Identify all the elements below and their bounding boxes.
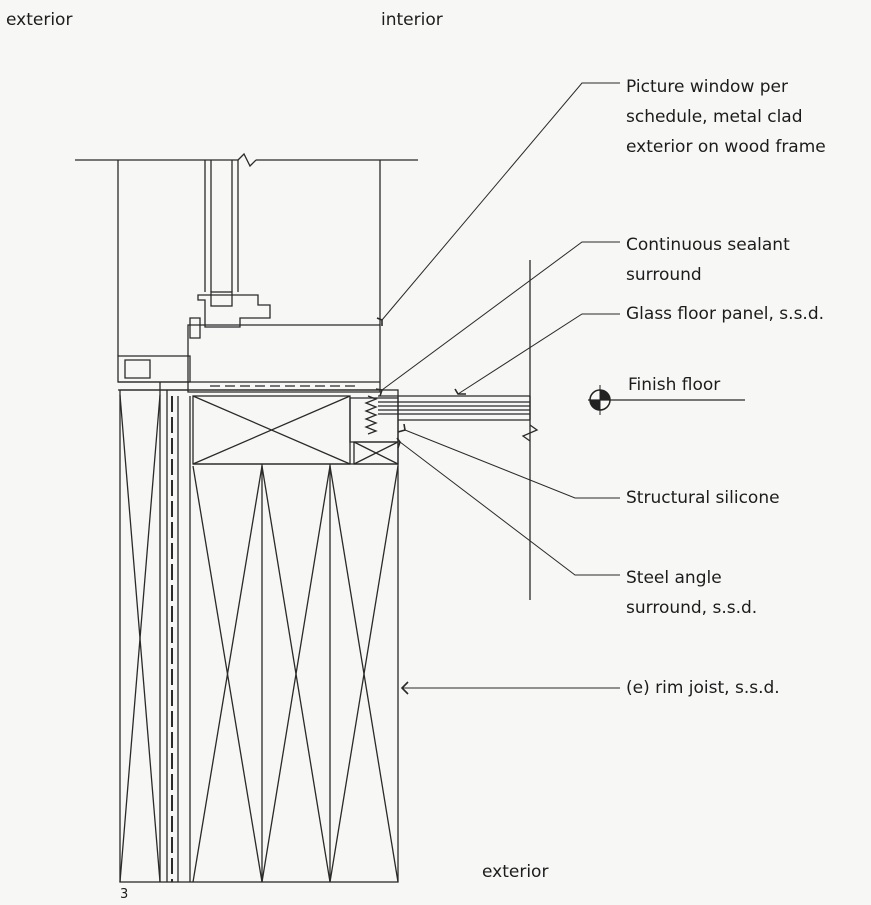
callout-finish-floor: Finish floor: [628, 375, 721, 395]
sealant-bead: [364, 395, 378, 435]
window-head-line: [75, 152, 418, 168]
leader-arrows: [375, 317, 466, 695]
glass-floor-panel: [378, 395, 531, 421]
zone-label-exterior-bottom: exterior: [482, 862, 549, 882]
break-mark: [521, 424, 539, 442]
zone-label-exterior-top: exterior: [6, 10, 73, 30]
callout-sealant: Continuous sealant surround: [626, 235, 790, 285]
detail-number: 3: [120, 887, 129, 902]
exterior-wall: [119, 389, 399, 883]
zone-label-interior: interior: [381, 10, 443, 30]
callout-structural-silicone: Structural silicone: [626, 488, 780, 508]
callout-rim-joist: (e) rim joist, s.s.d.: [626, 678, 780, 698]
callout-steel-angle: Steel angle surround, s.s.d.: [626, 568, 758, 618]
window-frame: [117, 294, 381, 393]
steel-angle: [349, 397, 399, 465]
callout-glass-panel: Glass floor panel, s.s.d.: [626, 304, 825, 324]
callout-picture-window: Picture window per schedule, metal clad …: [626, 77, 826, 157]
rim-joist: [192, 463, 399, 883]
leader-lines: [381, 82, 620, 689]
top-plate-block: [192, 395, 351, 465]
finish-floor-datum-icon: [589, 385, 611, 415]
insulated-glazing: [204, 160, 239, 307]
